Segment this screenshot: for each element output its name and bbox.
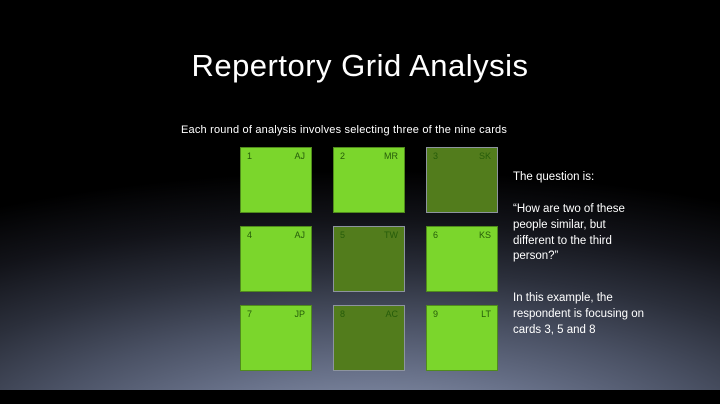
card-initials: MR: [384, 151, 398, 161]
card-number: 6: [433, 230, 439, 240]
card-number: 9: [433, 309, 439, 319]
example-text: In this example, the respondent is focus…: [513, 292, 645, 337]
card-initials: AC: [385, 309, 398, 319]
card-initials: AJ: [294, 230, 305, 240]
slide-subtitle: Each round of analysis involves selectin…: [181, 124, 508, 136]
side-panel: The question is: “How are two of these p…: [513, 170, 645, 339]
question-quote: “How are two of these people similar, bu…: [513, 202, 625, 263]
card-1: 1 AJ: [240, 147, 312, 213]
card-initials: SK: [478, 151, 491, 161]
card-9: 9 LT: [426, 305, 498, 371]
card-5: 5 TW: [333, 226, 405, 292]
card-7: 7 JP: [240, 305, 312, 371]
card-initials: JP: [294, 309, 305, 319]
card-initials: TW: [384, 230, 398, 240]
card-number: 8: [340, 309, 346, 319]
card-number: 4: [247, 230, 253, 240]
card-grid: 1 AJ 2 MR 3 SK 4 AJ 5 TW 6 KS 7 JP 8 AC: [240, 147, 498, 371]
card-number: 1: [247, 151, 253, 161]
question-label: The question is:: [513, 171, 595, 183]
card-6: 6 KS: [426, 226, 498, 292]
card-3: 3 SK: [426, 147, 498, 213]
card-number: 2: [340, 151, 346, 161]
slide-title: Repertory Grid Analysis: [191, 48, 529, 83]
card-number: 5: [340, 230, 346, 240]
card-initials: AJ: [294, 151, 305, 161]
card-2: 2 MR: [333, 147, 405, 213]
card-8: 8 AC: [333, 305, 405, 371]
card-initials: LT: [481, 309, 491, 319]
card-initials: KS: [478, 230, 491, 240]
card-number: 7: [247, 309, 253, 319]
card-number: 3: [433, 151, 439, 161]
card-4: 4 AJ: [240, 226, 312, 292]
